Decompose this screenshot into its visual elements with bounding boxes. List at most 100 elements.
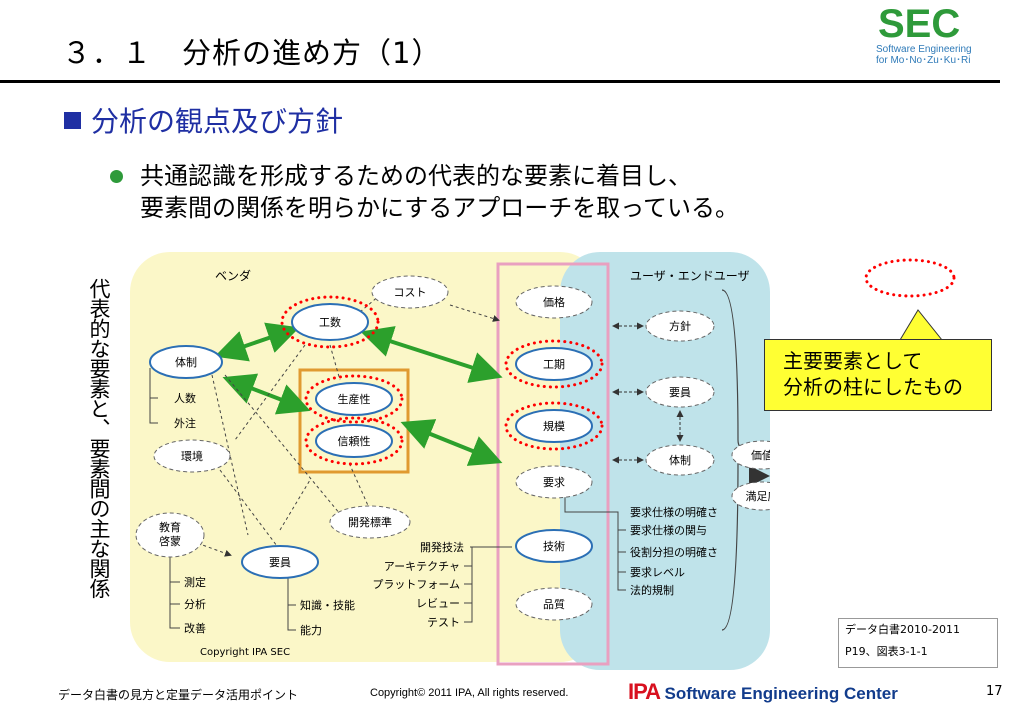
highlight-productivity xyxy=(304,374,404,424)
node-environment xyxy=(153,439,231,473)
section-heading-text: 分析の観点及び方針 xyxy=(91,105,344,138)
highlight-reliability xyxy=(304,416,404,466)
ipa-logo-mark: IPA xyxy=(628,679,661,704)
node-personnel xyxy=(241,545,319,579)
node-quality xyxy=(515,587,593,621)
node-cost xyxy=(371,275,449,309)
sec-logo-line1: Software Engineering xyxy=(876,44,972,55)
title-divider xyxy=(0,80,1000,83)
tech-item-4: レビュー xyxy=(416,597,460,610)
node-reliability-label: 信頼性 xyxy=(338,434,371,448)
footer-title: データ白書の見方と定量データ活用ポイント xyxy=(58,688,299,702)
user-label: ユーザ・エンドユーザ xyxy=(630,269,750,283)
personnel-item-ability: 能力 xyxy=(300,623,322,637)
req-item-5: 法的規制 xyxy=(630,583,674,597)
page-number: 17 xyxy=(986,684,1003,699)
node-value xyxy=(731,440,770,470)
circle-bullet-icon xyxy=(110,170,123,183)
diagram-copyright: Copyright IPA SEC xyxy=(200,647,290,658)
tech-item-3: プラットフォーム xyxy=(372,578,460,591)
callout-box: 主要要素として 分析の柱にしたもの xyxy=(764,339,992,411)
node-quality-label: 品質 xyxy=(543,597,565,611)
node-productivity-label: 生産性 xyxy=(338,392,371,406)
arrow-effort-schedule xyxy=(360,326,503,383)
tech-item-5: テスト xyxy=(427,616,460,629)
node-education-label-1: 教育 xyxy=(159,520,181,534)
edu-item-analyze: 分析 xyxy=(184,597,206,611)
tech-item-2: アーキテクチャ xyxy=(384,560,460,573)
source-line-1: データ白書2010-2011 xyxy=(845,623,960,636)
node-satisfaction xyxy=(731,481,770,511)
arrow-effort-org xyxy=(214,322,300,362)
node-technology-label: 技術 xyxy=(543,540,565,553)
ipa-logo: IPA Software Engineering Center xyxy=(628,679,898,705)
personnel-item-skill: 知識・技能 xyxy=(300,598,355,612)
node-policy xyxy=(645,310,715,342)
vendor-label: ベンダ xyxy=(215,268,251,283)
req-item-3: 役割分担の明確さ xyxy=(630,545,718,559)
node-personnel-label: 要員 xyxy=(269,556,291,569)
source-line-2: P19、図表3-1-1 xyxy=(845,645,928,658)
org-item-outsourcing: 外注 xyxy=(174,416,196,430)
node-dev-standard-label: 開発標準 xyxy=(348,515,392,529)
callout-legend xyxy=(864,258,956,341)
node-education-label-2: 啓蒙 xyxy=(159,534,181,548)
bullet-point: 共通認識を形成するための代表的な要素に着目し、 要素間の関係を明らかにするアプロ… xyxy=(110,160,739,224)
node-value-label: 価値 xyxy=(751,449,770,462)
node-effort-label: 工数 xyxy=(319,316,341,329)
node-technology xyxy=(515,529,593,563)
node-user-personnel xyxy=(645,376,715,408)
section-heading: 分析の観点及び方針 xyxy=(64,100,343,140)
callout-line-1: 主要要素として xyxy=(783,349,923,373)
arrow-org-productivity xyxy=(222,373,311,415)
highlight-scale xyxy=(504,401,604,451)
square-bullet-icon xyxy=(64,112,81,129)
bullet-line-2: 要素間の関係を明らかにするアプローチを取っている。 xyxy=(140,194,740,222)
edu-item-improve: 改善 xyxy=(184,621,206,635)
node-user-organization-label: 体制 xyxy=(669,453,691,467)
relationship-diagram: ベンダ ユーザ・エンドユーザ Copyright IPA SEC xyxy=(130,252,771,670)
node-user-organization xyxy=(645,444,715,476)
req-item-2: 要求仕様の関与 xyxy=(630,523,707,537)
node-education xyxy=(135,512,205,558)
tech-item-1: 開発技法 xyxy=(420,540,464,554)
arrow-reliability-scale xyxy=(400,419,503,466)
page-title: ３．１ 分析の進め方（1） xyxy=(62,36,442,70)
source-box: データ白書2010-2011 P19、図表3-1-1 xyxy=(838,618,998,668)
sec-logo-main: SEC xyxy=(878,2,961,46)
node-policy-label: 方針 xyxy=(669,319,691,333)
node-satisfaction-label: 満足度 xyxy=(746,489,771,503)
bullet-line-1: 共通認識を形成するための代表的な要素に着目し、 xyxy=(140,162,692,190)
sec-logo: SEC Software Engineering for Mo･No･Zu･Ku… xyxy=(876,4,996,66)
vertical-caption: 代表的な要素と、要素間の主な関係 xyxy=(87,278,111,598)
node-schedule-label: 工期 xyxy=(543,358,565,371)
sec-logo-line2: for Mo･No･Zu･Ku･Ri xyxy=(876,55,971,66)
node-dev-standard xyxy=(329,505,411,539)
edu-item-measure: 測定 xyxy=(184,575,206,589)
node-scale xyxy=(515,409,593,443)
req-item-4: 要求レベル xyxy=(630,566,685,579)
node-cost-label: コスト xyxy=(394,286,427,299)
highlight-effort xyxy=(280,295,380,349)
node-organization xyxy=(149,345,223,379)
footer-copyright: Copyright© 2011 IPA, All rights reserved… xyxy=(370,687,569,699)
sec-center-name: Software Engineering Center xyxy=(664,684,898,703)
node-requirements xyxy=(515,465,593,499)
node-schedule xyxy=(515,347,593,381)
node-price xyxy=(515,285,593,319)
node-environment-label: 環境 xyxy=(181,449,203,463)
node-reliability xyxy=(315,424,393,458)
legend-red-ellipse xyxy=(864,258,956,298)
highlight-schedule xyxy=(504,339,604,389)
org-item-headcount: 人数 xyxy=(174,392,196,405)
req-item-1: 要求仕様の明確さ xyxy=(630,505,718,519)
node-scale-label: 規模 xyxy=(543,419,565,433)
node-price-label: 価格 xyxy=(543,295,565,309)
node-requirements-label: 要求 xyxy=(543,476,565,489)
callout-pointer xyxy=(899,309,944,341)
node-effort xyxy=(291,303,369,341)
node-productivity xyxy=(315,382,393,416)
node-organization-label: 体制 xyxy=(175,355,197,369)
node-user-personnel-label: 要員 xyxy=(669,386,691,399)
callout-line-2: 分析の柱にしたもの xyxy=(783,375,963,399)
